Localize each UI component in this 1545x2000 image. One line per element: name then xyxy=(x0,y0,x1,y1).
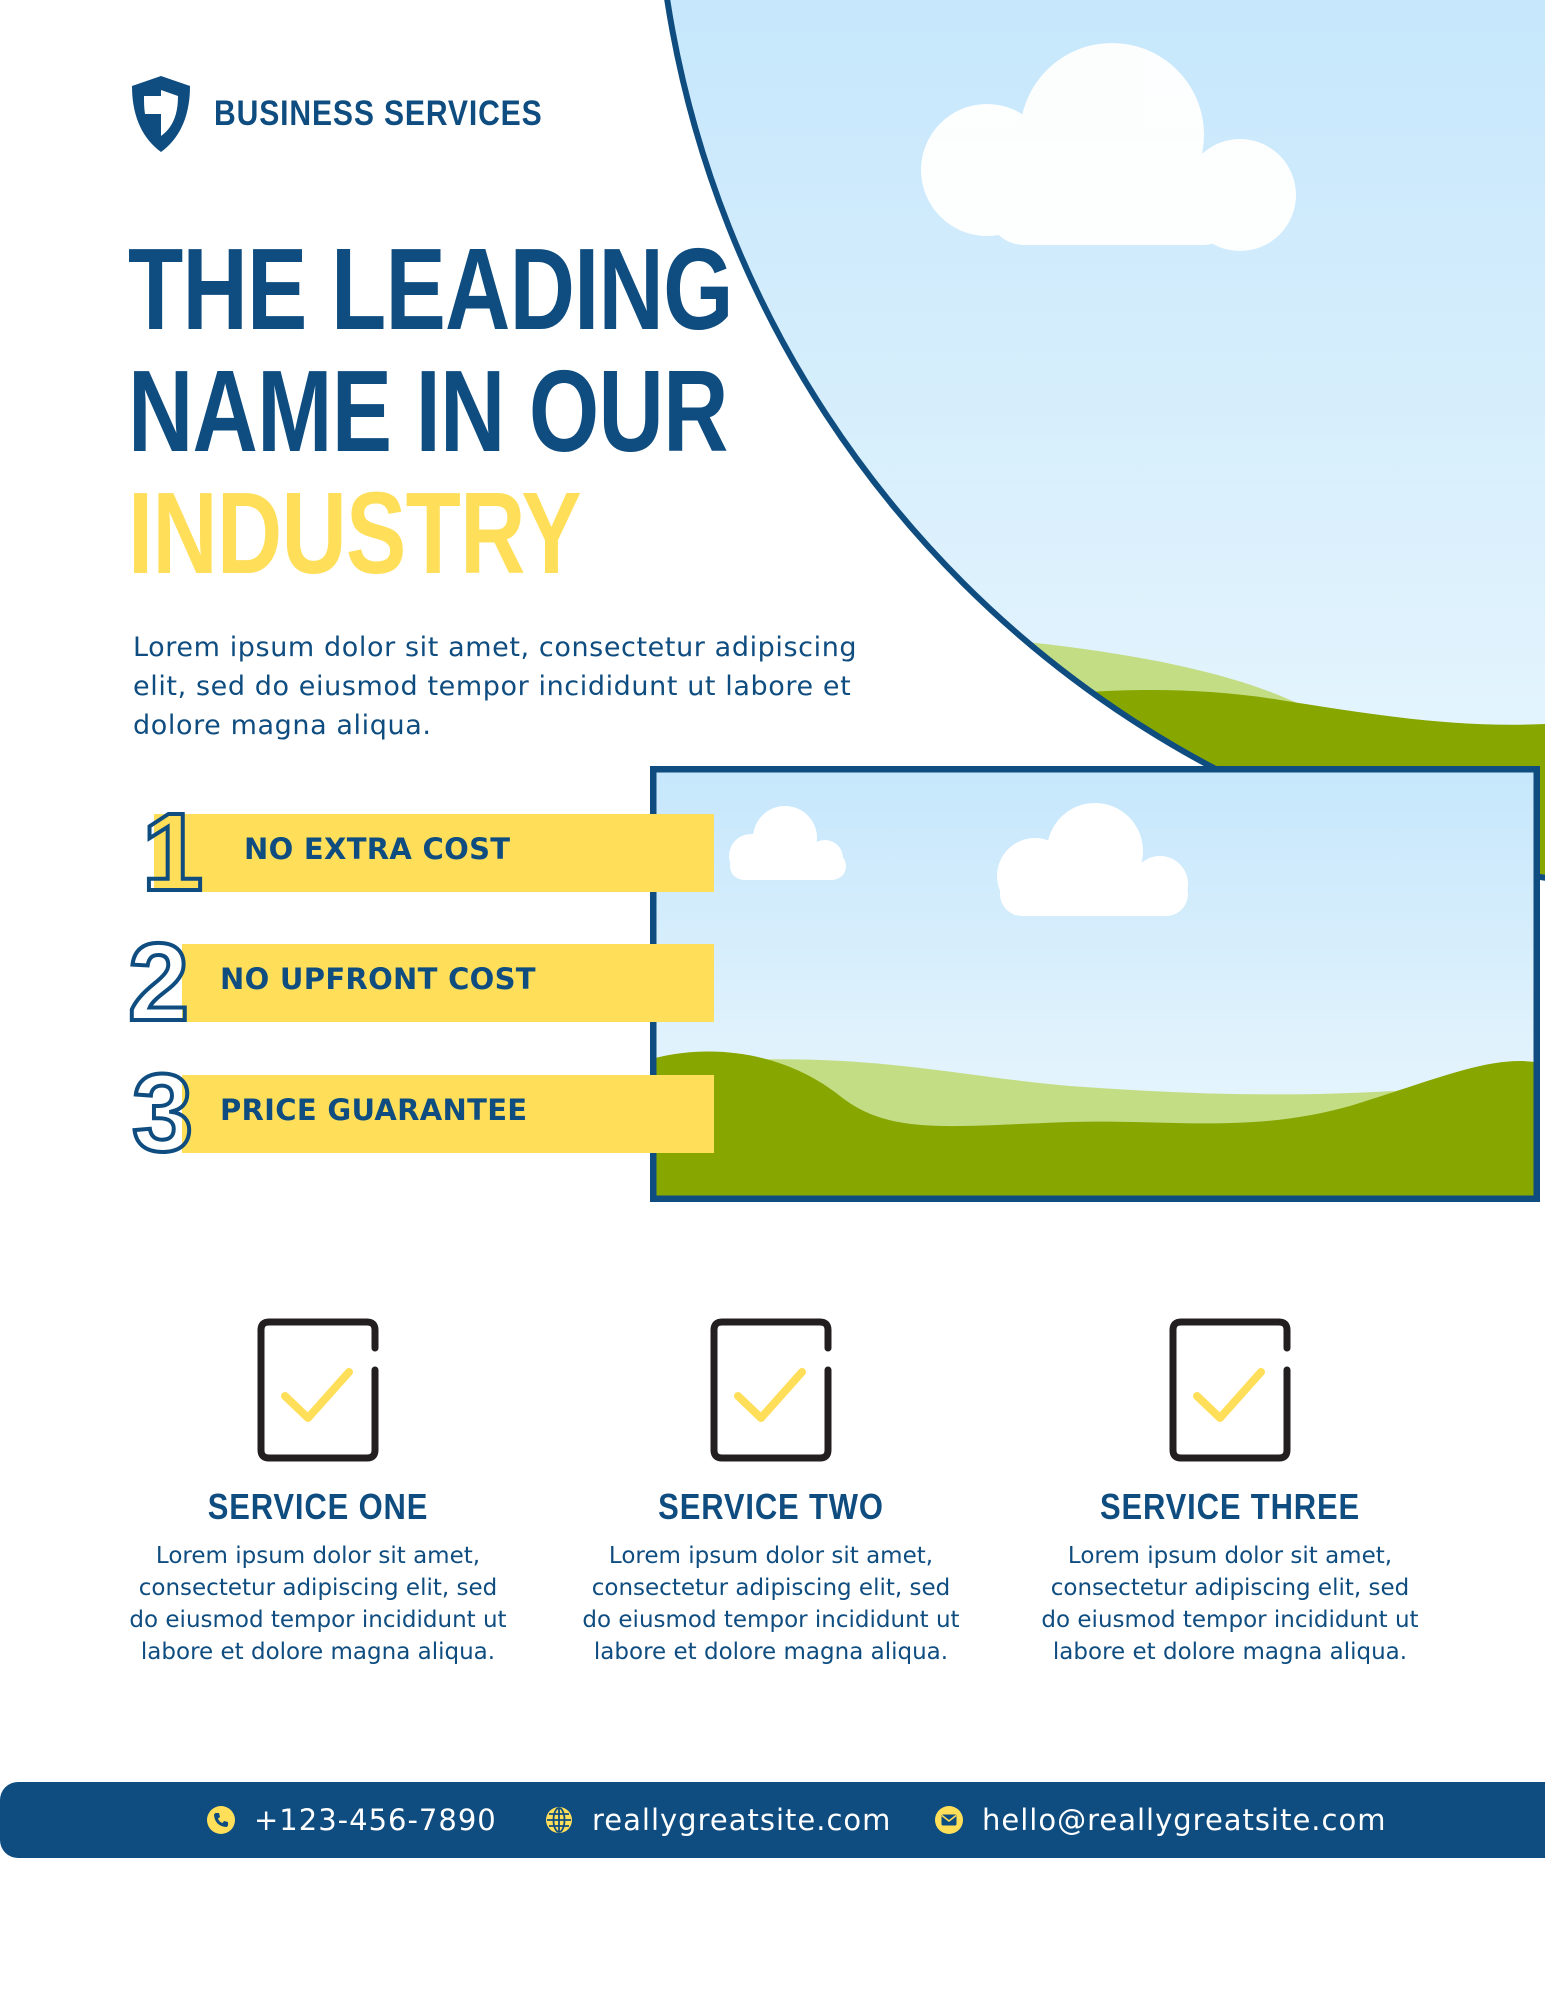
phone-icon xyxy=(207,1806,235,1834)
cloud-icon xyxy=(997,803,1188,916)
services-section: SERVICE ONE Lorem ipsum dolor sit amet, … xyxy=(0,1318,1545,1678)
number-one-outline: 1 xyxy=(140,794,205,898)
service-description: Lorem ipsum dolor sit amet, consectetur … xyxy=(582,1543,960,1665)
benefit-label: NO UPFRONT COST xyxy=(220,962,536,996)
benefit-bar xyxy=(154,814,714,892)
benefit-item: 1 NO EXTRA COST xyxy=(128,794,714,898)
headline: THE LEADING NAME IN OUR INDUSTRY xyxy=(128,228,903,594)
headline-line-3: INDUSTRY xyxy=(128,468,582,598)
service-title: SERVICE ONE xyxy=(207,1486,429,1527)
service-title: SERVICE TWO xyxy=(658,1486,884,1527)
brand-name: BUSINESS SERVICES xyxy=(214,94,543,133)
brand: BUSINESS SERVICES xyxy=(128,74,596,154)
service-card: SERVICE THREE Lorem ipsum dolor sit amet… xyxy=(1020,1318,1440,1668)
email-address: hello@reallygreatsite.com xyxy=(982,1803,1387,1837)
checkbox-icon xyxy=(257,1318,379,1462)
benefit-bar xyxy=(182,1075,714,1153)
headline-line-1: THE LEADING xyxy=(128,224,733,354)
benefit-label: NO EXTRA COST xyxy=(244,832,511,866)
phone-number: +123-456-7890 xyxy=(254,1803,497,1837)
cloud-icon xyxy=(921,43,1296,251)
contact-website[interactable]: reallygreatsite.com xyxy=(544,1782,891,1858)
svg-text:3: 3 xyxy=(132,1055,193,1159)
benefit-label: PRICE GUARANTEE xyxy=(220,1093,528,1127)
checkbox-icon xyxy=(1169,1318,1291,1462)
svg-text:2: 2 xyxy=(128,924,189,1028)
number-three-outline: 3 xyxy=(130,1055,195,1159)
service-card: SERVICE ONE Lorem ipsum dolor sit amet, … xyxy=(108,1318,528,1668)
contact-phone[interactable]: +123-456-7890 xyxy=(206,1782,497,1858)
service-description: Lorem ipsum dolor sit amet, consectetur … xyxy=(1041,1543,1419,1665)
checkbox-icon xyxy=(710,1318,832,1462)
benefit-item: 3 PRICE GUARANTEE xyxy=(128,1055,714,1159)
website-url: reallygreatsite.com xyxy=(592,1803,892,1837)
globe-icon xyxy=(546,1807,572,1833)
landscape-photo-frame xyxy=(650,766,1540,1202)
service-card: SERVICE TWO Lorem ipsum dolor sit amet, … xyxy=(561,1318,981,1668)
benefit-bar xyxy=(182,944,714,1022)
service-title: SERVICE THREE xyxy=(1099,1486,1361,1527)
number-two-outline: 2 xyxy=(128,924,191,1028)
svg-text:1: 1 xyxy=(142,794,203,898)
service-description: Lorem ipsum dolor sit amet, consectetur … xyxy=(129,1543,507,1665)
headline-line-2: NAME IN OUR xyxy=(128,346,728,476)
intro-paragraph: Lorem ipsum dolor sit amet, consectetur … xyxy=(133,632,858,741)
envelope-icon xyxy=(935,1806,963,1834)
benefit-item: 2 NO UPFRONT COST xyxy=(128,924,714,1028)
shield-icon xyxy=(132,76,190,152)
cloud-icon xyxy=(729,806,846,880)
contact-footer: +123-456-7890 reallygreatsite.com hello@… xyxy=(0,1782,1545,1858)
contact-email[interactable]: hello@reallygreatsite.com xyxy=(934,1782,1386,1858)
